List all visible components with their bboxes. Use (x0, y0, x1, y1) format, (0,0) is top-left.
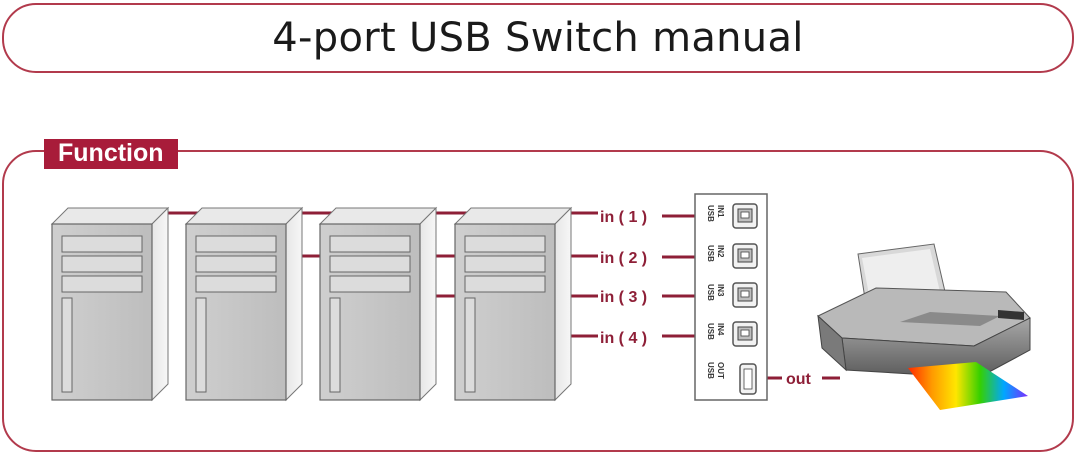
usb-b-port-icon (732, 203, 758, 229)
panel-in-label-3: IN3 (716, 284, 725, 297)
panel-usb-label-2: USB (706, 245, 715, 262)
usb-b-port-icon (732, 321, 758, 347)
panel-usb-label-1: USB (706, 205, 715, 222)
port-in3: USB IN3 (706, 282, 758, 308)
pc-tower-icon (50, 206, 170, 402)
port-label-in2: in ( 2 ) (600, 250, 647, 267)
title-banner: 4-port USB Switch manual (2, 3, 1074, 73)
pc-tower-3 (318, 206, 438, 402)
pc-tower-2 (184, 206, 304, 402)
section-label: Function (44, 139, 178, 169)
panel-usb-label-4: USB (706, 323, 715, 340)
pc-tower-1 (50, 206, 170, 402)
port-in4: USB IN4 (706, 321, 758, 347)
panel-usb-label-3: USB (706, 284, 715, 301)
port-in1: USB IN1 (706, 203, 758, 229)
port-label-in3: in ( 3 ) (600, 289, 647, 306)
pc-tower-icon (184, 206, 304, 402)
panel-usb-label-out: USB (706, 362, 715, 379)
pc-tower-4 (453, 206, 573, 402)
port-label-in1: in ( 1 ) (600, 209, 647, 226)
panel-in-label-2: IN2 (716, 245, 725, 258)
usb-switch-panel: USB IN1 USB IN2 USB IN3 (694, 193, 768, 401)
pc-tower-icon (318, 206, 438, 402)
printer-icon (817, 243, 1031, 410)
usb-a-port-icon (739, 363, 757, 395)
port-out: USB OUT (706, 362, 757, 395)
pc-tower-icon (453, 206, 573, 402)
function-panel (2, 150, 1074, 452)
page-title: 4-port USB Switch manual (272, 15, 804, 61)
panel-in-label-1: IN1 (716, 205, 725, 218)
port-label-in4: in ( 4 ) (600, 330, 647, 347)
port-label-out: out (786, 371, 812, 388)
panel-out-label: OUT (716, 362, 725, 379)
usb-b-port-icon (732, 282, 758, 308)
panel-in-label-4: IN4 (716, 323, 725, 336)
usb-b-port-icon (732, 243, 758, 269)
port-in2: USB IN2 (706, 243, 758, 269)
